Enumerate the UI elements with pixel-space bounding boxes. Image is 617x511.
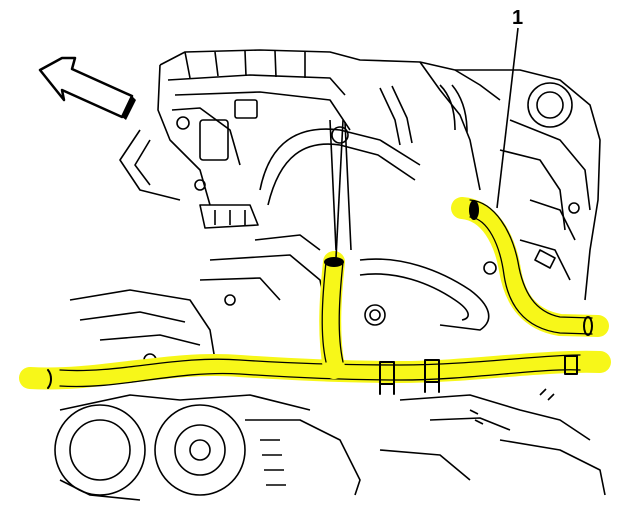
upper-right-hose	[451, 197, 609, 337]
unlabeled-leader	[335, 119, 344, 259]
callout-1-leader	[496, 27, 519, 209]
front-direction-arrow-icon	[38, 56, 136, 120]
highlighted-hoses	[19, 197, 611, 395]
callout-leaders	[335, 27, 519, 259]
engine-linework	[54, 49, 606, 501]
callout-1-label: 1	[512, 7, 523, 29]
lower-coolant-hose	[19, 350, 611, 390]
center-vertical-hose	[319, 251, 345, 379]
